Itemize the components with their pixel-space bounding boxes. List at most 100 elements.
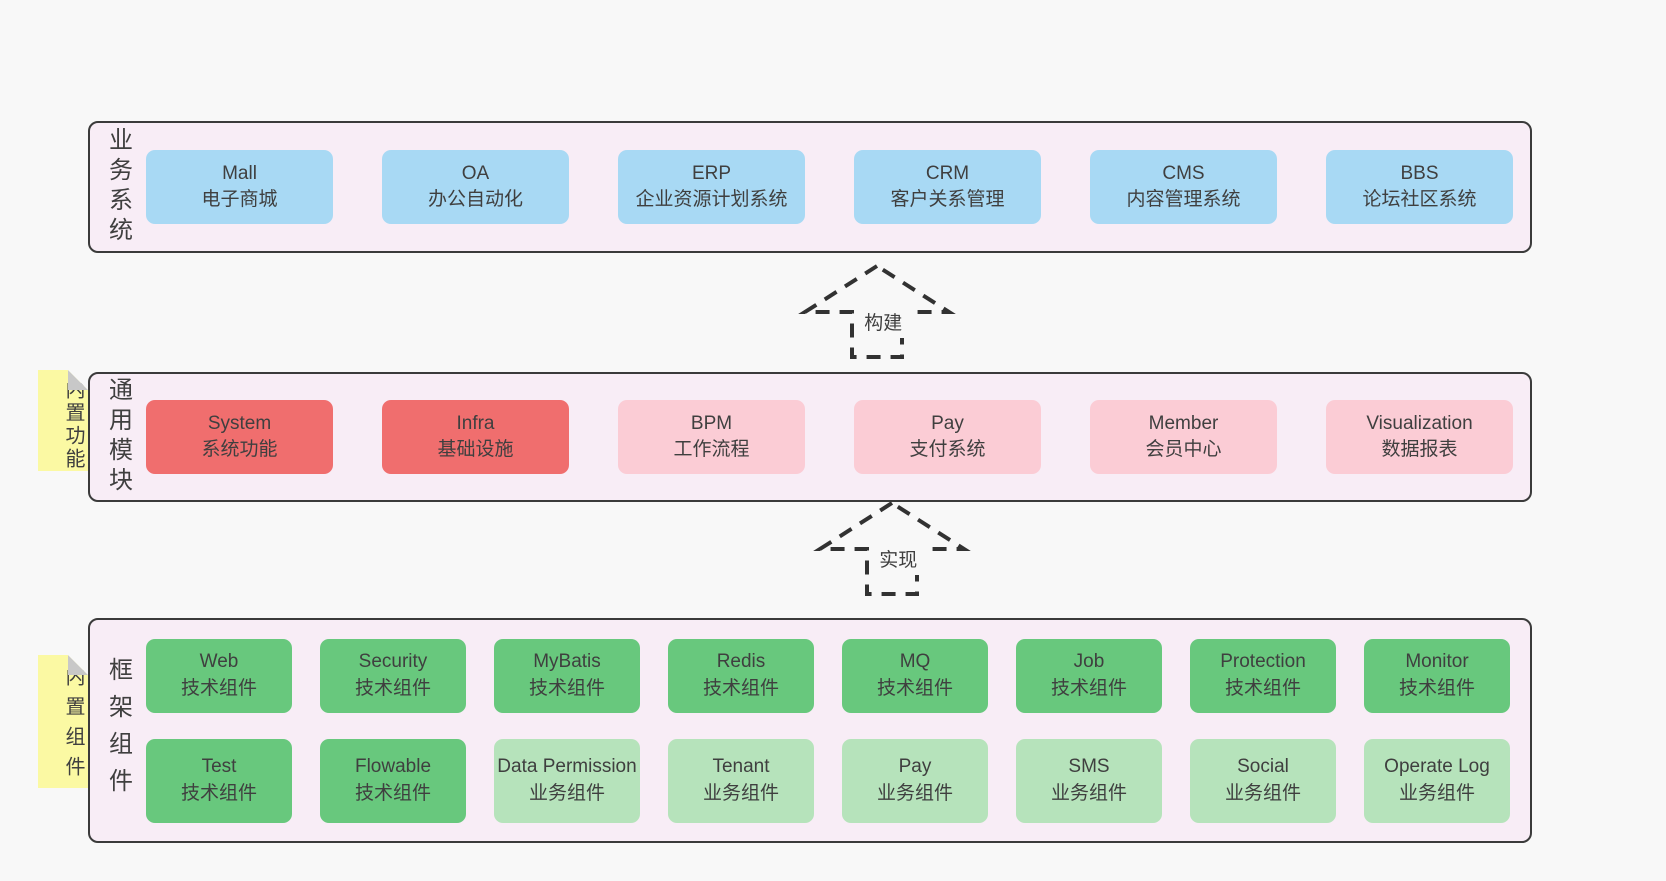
box-subtitle: 技术组件: [702, 677, 779, 699]
box-title: Social: [1237, 756, 1289, 778]
box-subtitle: 办公自动化: [427, 189, 523, 210]
box-web: Web 技术组件: [146, 638, 292, 713]
box-subtitle: 业务组件: [702, 782, 779, 804]
box-test: Test 技术组件: [146, 738, 292, 823]
box-subtitle: 支付系统: [909, 439, 986, 460]
box-title: Member: [1148, 412, 1219, 434]
box-title: Tenant: [712, 756, 770, 778]
layer-business-systems: 业务系统 Mall 电子商城 OA 办公自动化 ERP 企业资源计划系统 CRM…: [88, 121, 1532, 253]
box-subtitle: 业务组件: [1050, 782, 1127, 804]
box-subtitle: 业务组件: [876, 782, 953, 804]
box-title: Data Permission: [497, 756, 637, 778]
box-title: Pay: [898, 756, 932, 778]
sticky-label: 内置功能: [62, 379, 84, 471]
box-data-permission: Data Permission 业务组件: [494, 738, 640, 823]
box-title: Security: [358, 651, 428, 673]
box-tenant: Tenant 业务组件: [668, 738, 814, 823]
box-title: Infra: [456, 412, 495, 434]
box-flowable: Flowable 技术组件: [320, 738, 466, 823]
components-row-2: Test 技术组件 Flowable 技术组件 Data Permission …: [146, 738, 1514, 823]
box-subtitle: 数据报表: [1381, 439, 1458, 460]
box-title: System: [207, 412, 272, 434]
box-subtitle: 论坛社区系统: [1362, 189, 1477, 210]
box-mall: Mall 电子商城: [146, 150, 333, 224]
box-title: Web: [199, 651, 239, 673]
box-title: Operate Log: [1384, 756, 1490, 778]
arrow-implement-label: 实现: [872, 544, 925, 575]
layer-common-modules: 通用模块 System 系统功能 Infra 基础设施 BPM 工作流程 Pay…: [88, 372, 1532, 502]
sticky-note-built-in-features: 内置功能: [38, 370, 88, 471]
common-modules-row: System 系统功能 Infra 基础设施 BPM 工作流程 Pay 支付系统…: [146, 374, 1531, 500]
box-subtitle: 技术组件: [180, 677, 257, 699]
box-subtitle: 系统功能: [201, 439, 278, 460]
box-title: Visualization: [1366, 412, 1473, 434]
box-cms: CMS 内容管理系统: [1090, 150, 1277, 224]
box-job: Job 技术组件: [1016, 638, 1162, 713]
box-title: BBS: [1400, 162, 1439, 184]
box-subtitle: 客户关系管理: [890, 189, 1005, 210]
box-subtitle: 技术组件: [354, 677, 431, 699]
layer-framework-components-label: 框架组件: [104, 656, 132, 805]
box-subtitle: 业务组件: [1224, 782, 1301, 804]
box-security: Security 技术组件: [320, 638, 466, 713]
box-social: Social 业务组件: [1190, 738, 1336, 823]
box-subtitle: 技术组件: [1224, 677, 1301, 699]
box-erp: ERP 企业资源计划系统: [618, 150, 805, 224]
box-title: Protection: [1220, 651, 1306, 673]
box-title: Job: [1073, 651, 1105, 673]
box-title: MQ: [899, 651, 931, 673]
box-title: Test: [201, 756, 237, 778]
business-systems-row: Mall 电子商城 OA 办公自动化 ERP 企业资源计划系统 CRM 客户关系…: [146, 123, 1531, 251]
box-subtitle: 技术组件: [1050, 677, 1127, 699]
box-sms: SMS 业务组件: [1016, 738, 1162, 823]
box-title: ERP: [691, 162, 732, 184]
box-protection: Protection 技术组件: [1190, 638, 1336, 713]
box-title: Monitor: [1405, 651, 1469, 673]
box-title: Redis: [716, 651, 766, 673]
box-title: OA: [461, 162, 490, 184]
box-bpm: BPM 工作流程: [618, 400, 805, 474]
box-subtitle: 会员中心: [1145, 439, 1222, 460]
box-title: CRM: [925, 162, 970, 184]
box-monitor: Monitor 技术组件: [1364, 638, 1510, 713]
box-subtitle: 业务组件: [528, 782, 605, 804]
box-subtitle: 基础设施: [437, 439, 514, 460]
box-subtitle: 技术组件: [180, 782, 257, 804]
sticky-note-built-in-components: 内置组件: [38, 655, 88, 788]
framework-components-grid: Web 技术组件 Security 技术组件 MyBatis 技术组件 Redi…: [146, 620, 1530, 841]
layer-business-systems-label: 业务系统: [104, 127, 132, 247]
box-bbs: BBS 论坛社区系统: [1326, 150, 1513, 224]
box-subtitle: 技术组件: [876, 677, 953, 699]
box-subtitle: 技术组件: [354, 782, 431, 804]
layer-common-modules-label: 通用模块: [104, 377, 132, 497]
box-title: CMS: [1162, 162, 1205, 184]
components-row-1: Web 技术组件 Security 技术组件 MyBatis 技术组件 Redi…: [146, 638, 1514, 713]
box-title: Flowable: [354, 756, 432, 778]
sticky-label: 内置组件: [62, 666, 84, 786]
box-visualization: Visualization 数据报表: [1326, 400, 1513, 474]
box-subtitle: 内容管理系统: [1126, 189, 1241, 210]
box-subtitle: 技术组件: [1398, 677, 1475, 699]
box-subtitle: 业务组件: [1398, 782, 1475, 804]
box-title: MyBatis: [533, 651, 601, 673]
arrow-build: 构建: [797, 259, 957, 361]
box-operate-log: Operate Log 业务组件: [1364, 738, 1510, 823]
layer-framework-components: 框架组件 Web 技术组件 Security 技术组件 MyBatis 技术组件…: [88, 618, 1532, 843]
box-subtitle: 技术组件: [528, 677, 605, 699]
box-infra: Infra 基础设施: [382, 400, 569, 474]
dashed-up-arrow-icon: [813, 500, 971, 596]
box-mq: MQ 技术组件: [842, 638, 988, 713]
box-system: System 系统功能: [146, 400, 333, 474]
box-subtitle: 企业资源计划系统: [635, 189, 788, 210]
box-mybatis: MyBatis 技术组件: [494, 638, 640, 713]
box-subtitle: 电子商城: [201, 189, 278, 210]
box-pay-component: Pay 业务组件: [842, 738, 988, 823]
box-crm: CRM 客户关系管理: [854, 150, 1041, 224]
box-title: SMS: [1068, 756, 1110, 778]
box-title: Pay: [931, 412, 964, 434]
dashed-up-arrow-icon: [798, 263, 956, 359]
box-title: BPM: [690, 412, 733, 434]
arrow-implement: 实现: [812, 496, 972, 598]
arrow-build-label: 构建: [857, 307, 910, 338]
